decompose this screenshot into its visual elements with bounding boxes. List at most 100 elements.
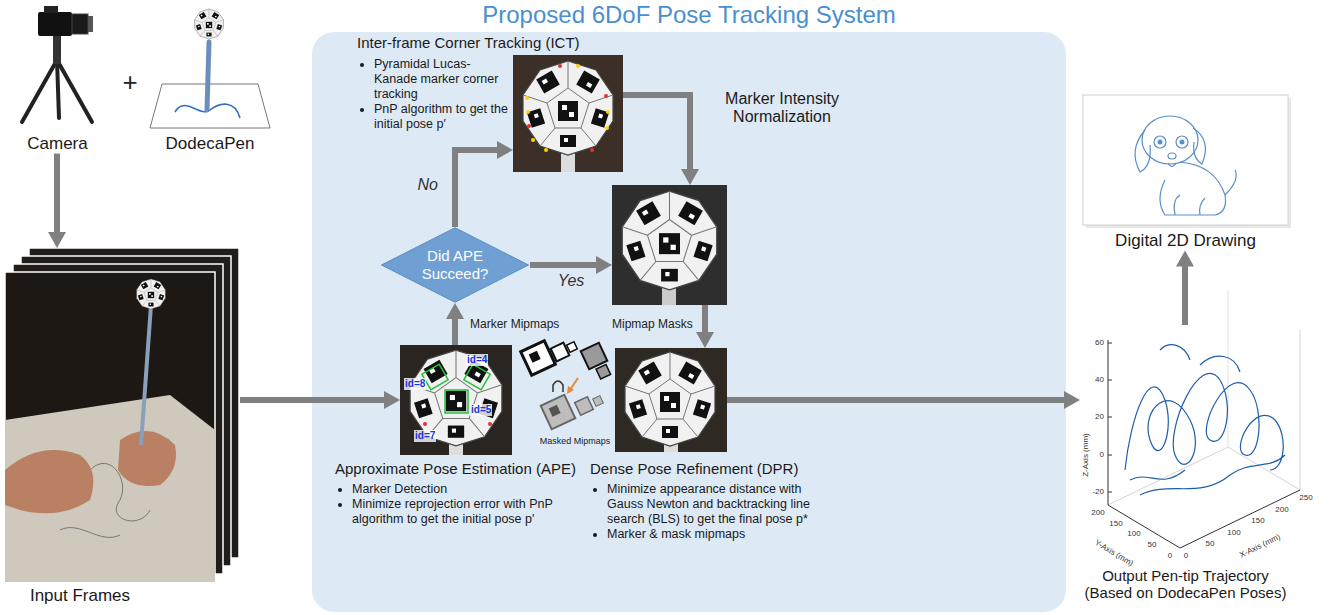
mipmap-illustration <box>529 351 541 363</box>
node-heading: Inter-frame Corner Tracking (ICT) <box>357 34 580 52</box>
flow-arrow <box>1176 251 1194 325</box>
marker-id: id=5 <box>470 404 492 416</box>
trajectory-plot: Output Pen-tip Trajectory (Based on Dode… <box>1080 325 1305 565</box>
bullet-item: Marker Detection <box>352 482 575 497</box>
annotation: + <box>122 68 137 98</box>
dpr-image <box>615 348 727 452</box>
trajectory-plot-axes <box>1108 340 1109 505</box>
digital-drawing <box>1158 140 1163 145</box>
bullet-item: PnP algorithm to get the initial pose p′ <box>374 102 509 132</box>
digital-drawing <box>1154 136 1166 148</box>
axis-label: 0 <box>1184 551 1188 560</box>
digital-drawing <box>1168 163 1176 167</box>
digital-drawing <box>1168 153 1176 159</box>
digital-drawing <box>1193 128 1205 164</box>
marker-id: id=7 <box>414 430 436 442</box>
digital-drawing <box>1083 95 1291 228</box>
input-frames-photo <box>5 395 215 582</box>
node-label: Camera <box>10 134 105 154</box>
arrow-head <box>1176 251 1194 267</box>
trajectory-plot-axes <box>1228 290 1229 447</box>
decision-text: Did APE Succeed? <box>413 247 497 283</box>
mipmap-illustration <box>567 386 574 394</box>
mipmap-illustration <box>521 341 556 376</box>
ict-image <box>527 124 531 128</box>
camera-icon <box>57 60 92 122</box>
mipmap-illustration <box>593 396 604 407</box>
digital-drawing <box>1225 170 1236 195</box>
axis-label: 200 <box>1275 505 1288 514</box>
axis-label: Y-Axis (mm) <box>1093 538 1135 568</box>
mipmap-illustration <box>567 342 578 353</box>
ict-image <box>525 96 529 100</box>
dodecapen-icon <box>150 9 270 128</box>
flow-arrow <box>623 95 699 185</box>
bullet-list: Marker DetectionMinimize reprojection er… <box>337 482 575 527</box>
axis-label: 200 <box>1091 508 1104 517</box>
ict-image <box>531 138 535 142</box>
camera-icon <box>44 6 58 13</box>
arrow-head <box>596 256 612 274</box>
axis-label: 150 <box>1109 519 1122 528</box>
trajectory-plot-axes <box>1300 330 1301 490</box>
trajectory-plot-axes <box>1180 490 1300 548</box>
ape-image <box>400 345 512 455</box>
edge-label: Yes <box>556 272 587 290</box>
camera-icon <box>57 60 59 118</box>
dpr-image <box>625 352 715 446</box>
node-label: DodecaPen <box>150 134 270 154</box>
axis-label: 250 <box>1299 493 1312 502</box>
camera-node: Camera <box>10 0 105 154</box>
trajectory-plot-axes <box>1108 447 1228 505</box>
ape-image <box>464 364 490 390</box>
axis-label: 60 <box>1095 338 1104 347</box>
digital-drawing <box>1135 116 1236 215</box>
flow-arrow <box>696 305 714 348</box>
node-label: Digital 2D Drawing <box>1083 231 1288 251</box>
ape-image <box>400 345 512 455</box>
annotation: Marker Mipmaps <box>470 318 559 332</box>
ict-image <box>604 94 608 98</box>
dpr-stage: Dense Pose Refinement (DPR)Minimize appe… <box>615 348 727 452</box>
mipmap-illustration <box>567 342 578 353</box>
node-heading: Dense Pose Refinement (DPR) <box>590 460 798 478</box>
axis-label: 50 <box>1206 539 1215 548</box>
flow-arrow <box>48 154 66 248</box>
decision-diamond: Did APE Succeed? <box>380 227 530 303</box>
mipmap-illustration <box>549 405 561 417</box>
annotation: Mipmap Masks <box>612 318 693 332</box>
input-frames-photo <box>137 279 166 309</box>
marker-id: id=4 <box>466 354 488 366</box>
ape-image <box>488 422 492 426</box>
arrow-shaft <box>702 305 708 333</box>
ict-image <box>544 148 548 152</box>
arrow-shaft <box>727 397 1065 403</box>
ict-image <box>576 64 580 68</box>
ict-image <box>590 148 594 152</box>
digital-drawing <box>1160 162 1226 215</box>
marker-id: id=8 <box>404 378 426 390</box>
axis-label: 0 <box>1100 450 1104 459</box>
digital-drawing <box>1176 136 1188 148</box>
arrow-head <box>696 332 714 348</box>
arrow-head <box>497 141 513 159</box>
node-heading: Input Frames <box>20 586 140 606</box>
input-frames-photo <box>5 272 215 582</box>
input-frames-node: Input Frames <box>5 248 240 582</box>
axis-label: 150 <box>1251 516 1264 525</box>
mipmap-illustration <box>521 341 611 430</box>
bullet-item: Minimize reprojection error with PnP alg… <box>352 497 575 527</box>
mipmap-illustration <box>553 381 563 392</box>
flow-arrow <box>240 391 400 409</box>
normalization-stage: Marker Intensity Normalization <box>612 185 727 305</box>
input-frames-photo <box>118 431 176 486</box>
flow-arrow <box>455 141 513 227</box>
node-heading: Output Pen-tip Trajectory (Based on Dode… <box>1078 567 1293 602</box>
input-frames-photo <box>141 305 151 445</box>
ict-stage: Inter-frame Corner Tracking (ICT)Pyramid… <box>513 55 623 172</box>
bullet-item: Marker & mask mipmaps <box>607 527 837 542</box>
camera-icon <box>22 60 57 122</box>
